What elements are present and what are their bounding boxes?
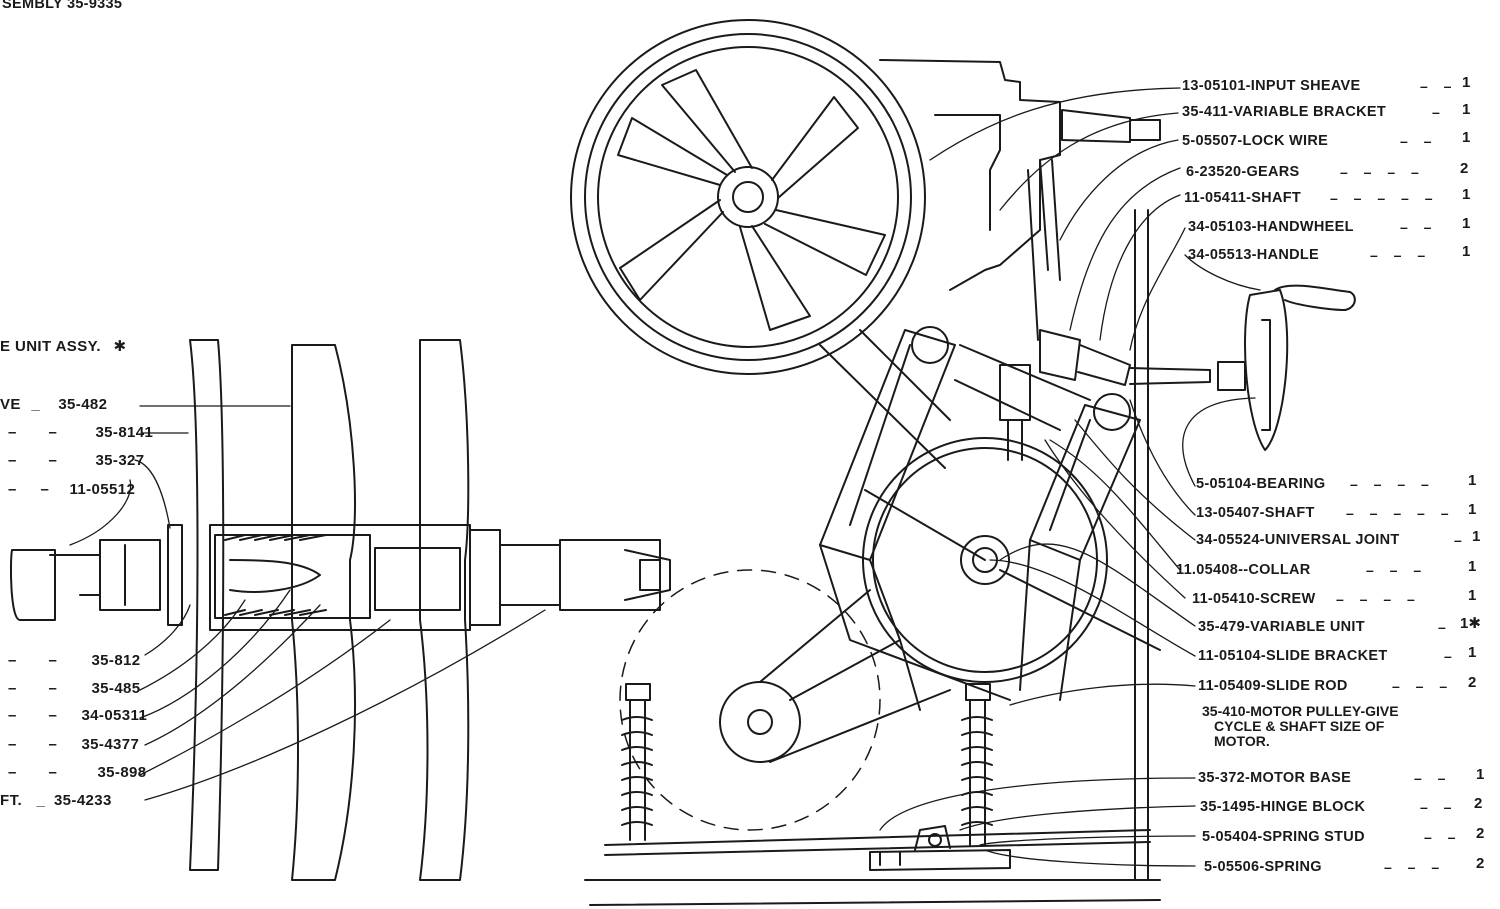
motor-pulley-note: 35-410-MOTOR PULLEY-GIVE CYCLE & SHAFT S… [1202, 703, 1399, 749]
part-qty-variable-bracket: 1 [1462, 101, 1471, 118]
part-label-input-sheave: 13-05101-INPUT SHEAVE [1182, 78, 1361, 94]
leader-dashes: – – [1400, 133, 1438, 149]
leader-dashes: – – – [1366, 562, 1428, 578]
right-leader-lines [879, 87, 1261, 867]
gear-housing-drawing [879, 59, 1161, 341]
part-qty-motor-base: 1 [1476, 766, 1485, 783]
left-callout-35-482: VE _ 35-482 [0, 396, 108, 413]
part-qty-slide-rod: 2 [1468, 674, 1477, 691]
part-label-slide-bracket: 11-05104-SLIDE BRACKET [1198, 648, 1388, 664]
part-label-variable-bracket: 35-411-VARIABLE BRACKET [1182, 104, 1387, 120]
part-label-shaft-11-05411: 11-05411-SHAFT [1184, 190, 1302, 206]
part-label-handle: 34-05513-HANDLE [1188, 247, 1320, 263]
part-label-collar: 11.05408--COLLAR [1176, 562, 1311, 578]
part-qty-lock-wire: 1 [1462, 129, 1471, 146]
part-qty-variable-unit: 1✱ [1460, 615, 1481, 632]
leader-dashes: – – – [1392, 678, 1454, 694]
part-qty-slide-bracket: 1 [1468, 644, 1477, 661]
part-qty-handwheel: 1 [1462, 215, 1471, 232]
variable-unit-disc-drawing [862, 437, 1161, 683]
part-qty-hinge-block: 2 [1474, 795, 1483, 812]
part-qty-collar: 1 [1468, 558, 1477, 575]
part-qty-spring-stud: 2 [1476, 825, 1485, 842]
spring-right-drawing [961, 683, 993, 846]
part-qty-universal-joint: 1 [1472, 528, 1481, 545]
asterisk-icon: ✱ [113, 338, 127, 355]
part-qty-handle: 1 [1462, 243, 1471, 260]
part-qty-input-sheave: 1 [1462, 74, 1471, 91]
part-qty-bearing: 1 [1468, 472, 1477, 489]
leader-dashes: – – – – – [1330, 190, 1439, 206]
part-label-spring-stud: 5-05404-SPRING STUD [1202, 829, 1365, 845]
section-view-drawing [9, 339, 671, 881]
part-label-lock-wire: 5-05507-LOCK WIRE [1182, 133, 1329, 149]
leader-dashes: – – [1420, 78, 1458, 94]
motor-base-drawing [584, 825, 1161, 906]
adjusting-screw-drawing [999, 329, 1246, 461]
handwheel-drawing [1244, 284, 1356, 451]
leader-dashes: – [1444, 648, 1458, 664]
leader-dashes: – – – [1370, 247, 1432, 263]
part-label-hinge-block: 35-1495-HINGE BLOCK [1200, 799, 1366, 815]
part-label-spring: 5-05506-SPRING [1204, 859, 1322, 875]
leader-dashes: – [1438, 619, 1452, 635]
part-label-screw: 11-05410-SCREW [1192, 591, 1316, 607]
leader-dashes: – – [1414, 770, 1452, 786]
left-callout-35-898: – – 35-898 [8, 764, 147, 781]
leader-dashes: – – – – [1350, 476, 1435, 492]
part-qty-shaft-11-05411: 1 [1462, 186, 1471, 203]
part-label-motor-base: 35-372-MOTOR BASE [1198, 770, 1352, 786]
leader-dashes: – – – – [1336, 591, 1421, 607]
left-callout-11-05512: – – 11-05512 [8, 481, 136, 498]
part-label-variable-unit: 35-479-VARIABLE UNIT [1198, 619, 1365, 635]
motor-pulley-drawing [719, 589, 951, 763]
left-callout-35-812: – – 35-812 [8, 652, 141, 669]
leader-dashes: – [1454, 532, 1468, 548]
variable-bracket-drawing [819, 326, 1141, 701]
part-label-slide-rod: 11-05409-SLIDE ROD [1198, 678, 1348, 694]
left-leader-lines [69, 405, 546, 801]
part-label-bearing: 5-05104-BEARING [1196, 476, 1326, 492]
part-label-universal-joint: 34-05524-UNIVERSAL JOINT [1196, 532, 1400, 548]
left-callout-35-4233: FT. _ 35-4233 [0, 792, 112, 809]
leader-dashes: – – [1420, 799, 1458, 815]
left-callout-unit-assy: E UNIT ASSY. ✱ [0, 338, 127, 355]
part-label-shaft-13-05407: 13-05407-SHAFT [1196, 505, 1315, 521]
leader-dashes: – – [1400, 219, 1438, 235]
input-sheave-drawing [570, 19, 951, 469]
part-qty-gears: 2 [1460, 160, 1469, 177]
spring-left-drawing [621, 683, 653, 841]
part-label-gears: 6-23520-GEARS [1186, 164, 1300, 180]
part-qty-shaft-13-05407: 1 [1468, 501, 1477, 518]
part-qty-spring: 2 [1476, 855, 1485, 872]
leader-dashes: – – – [1384, 859, 1446, 875]
leader-dashes: – [1432, 104, 1446, 120]
assembly-title: SEMBLY 35-9335 [2, 0, 123, 12]
part-label-handwheel: 34-05103-HANDWHEEL [1188, 219, 1354, 235]
left-callout-35-485: – – 35-485 [8, 680, 141, 697]
part-qty-screw: 1 [1468, 587, 1477, 604]
left-callout-35-4377: – – 35-4377 [8, 736, 140, 753]
leader-dashes: – – – – – [1346, 505, 1455, 521]
leader-dashes: – – [1424, 829, 1462, 845]
left-callout-35-327: – – 35-327 [8, 452, 145, 469]
left-callout-35-8141: – – 35-8141 [8, 424, 154, 441]
left-callout-34-05311: – – 34-05311 [8, 707, 148, 724]
leader-dashes: – – – – [1340, 164, 1425, 180]
